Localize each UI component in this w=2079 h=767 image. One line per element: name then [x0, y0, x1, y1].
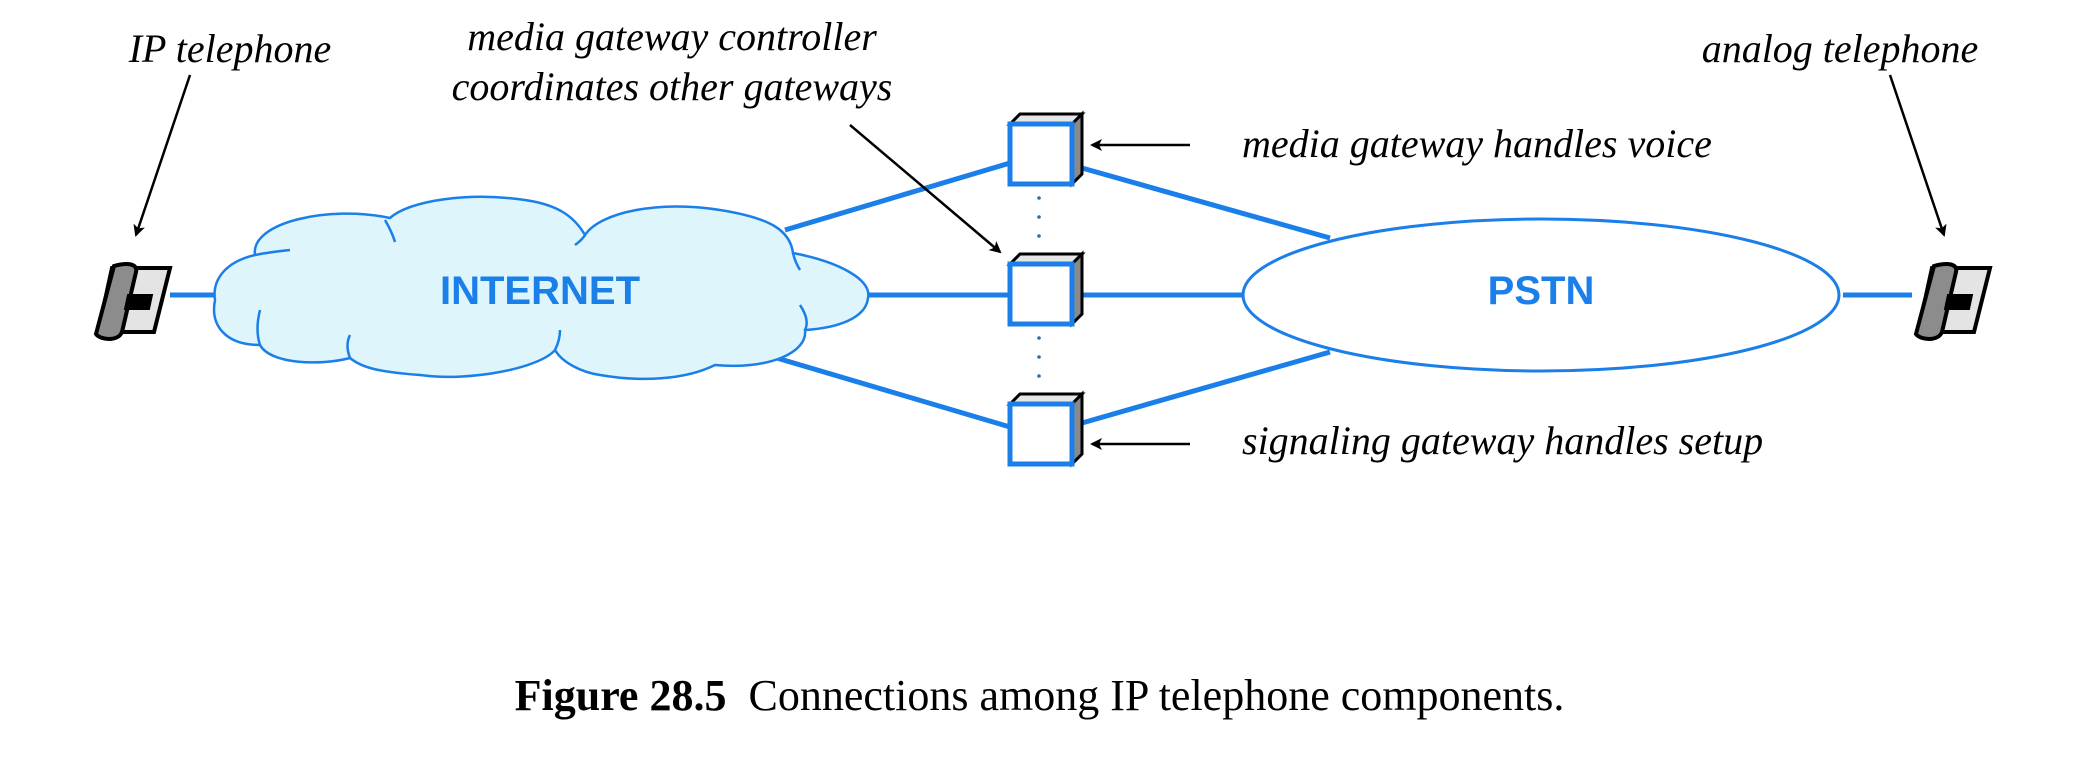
connection-links — [170, 160, 1912, 430]
annotation-arrows — [133, 74, 1947, 450]
arrow-analog-telephone — [1888, 74, 1947, 237]
figure-number: Figure 28.5 — [514, 671, 727, 720]
gateway-box-icon — [1006, 390, 1086, 468]
analog-telephone-label: analog telephone — [1702, 26, 1979, 71]
controller-label-line2: coordinates other gateways — [452, 64, 893, 109]
ip-telephone-label: IP telephone — [128, 26, 332, 71]
media-gateway — [1006, 110, 1086, 188]
link-signaling-gateway-pstn — [1081, 349, 1331, 426]
internet-label: INTERNET — [440, 269, 640, 313]
ip-telephone — [93, 262, 173, 341]
arrow-ip-telephone — [133, 74, 192, 237]
internet-cloud: INTERNET — [212, 195, 870, 381]
arrow-controller — [849, 124, 1002, 254]
analog-telephone — [1913, 262, 1993, 341]
pstn-network: PSTN — [1241, 217, 1841, 373]
figure-caption-text: Connections among IP telephone component… — [748, 671, 1565, 720]
pstn-label: PSTN — [1488, 269, 1595, 313]
gateway-ellipsis-dots — [1037, 196, 1041, 378]
gateway-box-icon — [1006, 250, 1086, 328]
link-internet-media-gateway — [784, 160, 1011, 233]
controller-label-line1: media gateway controller — [467, 14, 877, 59]
telephone-icon — [1913, 262, 1993, 341]
signaling-gateway-label: signaling gateway handles setup — [1242, 418, 1763, 463]
media-gateway-controller — [1006, 250, 1086, 328]
link-media-gateway-pstn — [1081, 165, 1331, 241]
gateway-box-icon — [1006, 110, 1086, 188]
figure-caption: Figure 28.5 Connections among IP telephon… — [0, 670, 2079, 721]
link-internet-signaling-gateway — [769, 353, 1011, 430]
telephone-icon — [93, 262, 173, 341]
signaling-gateway — [1006, 390, 1086, 468]
media-gateway-label: media gateway handles voice — [1242, 121, 1712, 166]
